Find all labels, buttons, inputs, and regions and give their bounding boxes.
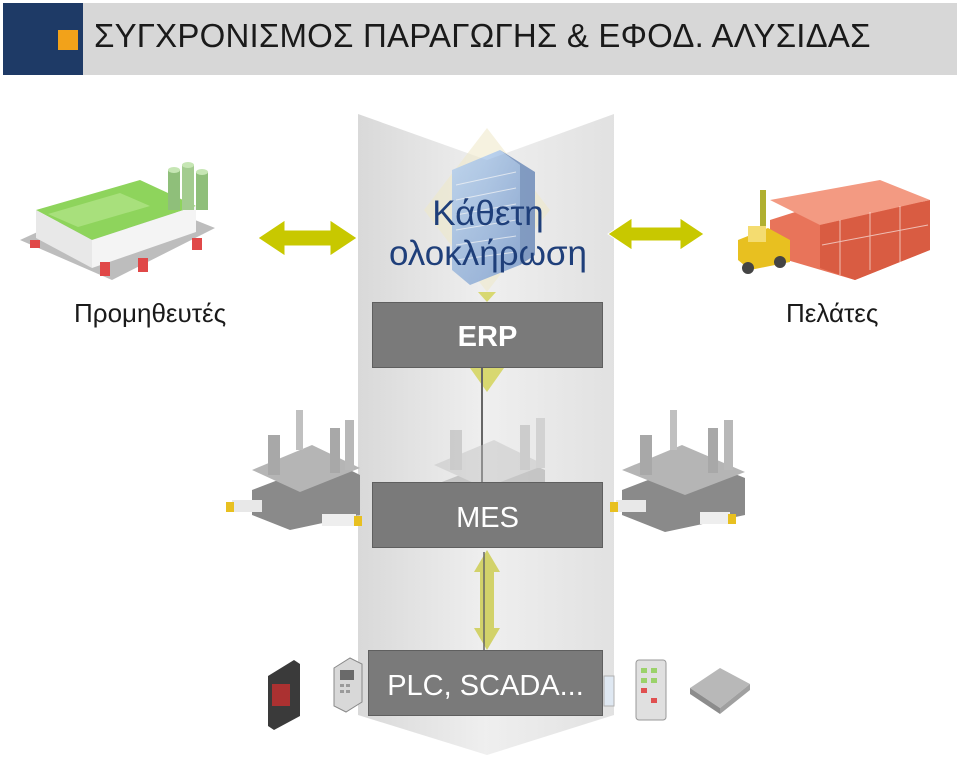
supplier-link-arrow bbox=[257, 219, 358, 257]
page-title: ΣΥΓΧΡΟΝΙΣΜΟΣ ΠΑΡΑΓΩΓΗΣ & ΕΦΟΔ. ΑΛΥΣΙΔΑΣ bbox=[94, 17, 871, 54]
header-accent-square bbox=[58, 30, 78, 50]
device-icon bbox=[268, 657, 750, 730]
customers-label: Πελάτες bbox=[786, 298, 879, 328]
suppliers-label: Προμηθευτές bbox=[74, 298, 227, 328]
erp-layer-box: ERP bbox=[372, 302, 603, 368]
header-bar bbox=[3, 3, 957, 75]
vertical-integration-title: Κάθετη ολοκλήρωση bbox=[330, 194, 646, 274]
vertical-chevron bbox=[358, 114, 614, 755]
building-icon bbox=[424, 128, 550, 292]
customer-link-arrow bbox=[607, 217, 705, 251]
erp-link-arrow bbox=[470, 292, 504, 392]
plc-scada-layer-box: PLC, SCADA... bbox=[368, 650, 603, 716]
title-line-2: ολοκλήρωση bbox=[388, 234, 587, 273]
warehouse-icon bbox=[20, 162, 215, 280]
factory-icon bbox=[252, 410, 360, 530]
truck-icon bbox=[226, 500, 736, 526]
mes-layer-box: MES bbox=[372, 482, 603, 548]
forklift-icon bbox=[738, 180, 930, 280]
mes-plc-arrow bbox=[474, 550, 500, 650]
title-line-1: Κάθετη bbox=[432, 194, 544, 233]
